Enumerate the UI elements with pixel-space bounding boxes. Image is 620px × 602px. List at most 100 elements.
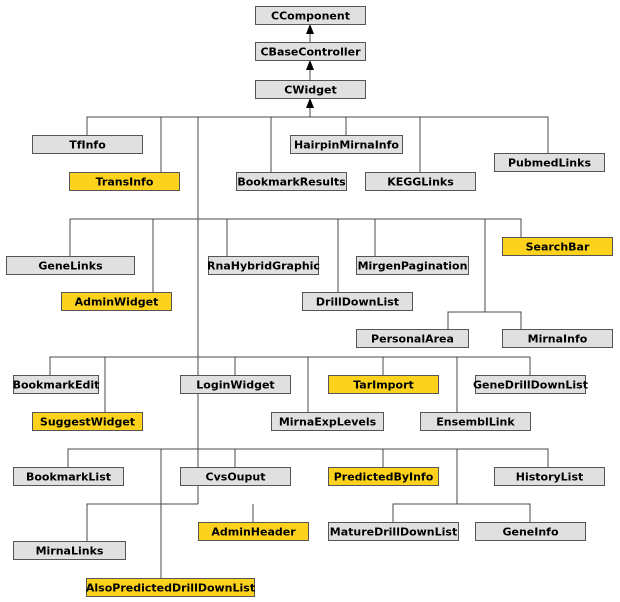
class-box-transinfo [69,172,180,191]
class-node-tfinfo: TfInfo [32,135,143,154]
class-node-adminwidget: AdminWidget [61,292,172,311]
class-label-loginwidget: LoginWidget [196,379,274,392]
class-node-alsopredicteddrilldownlist: AlsoPredictedDrillDownList [86,578,255,597]
class-label-adminwidget: AdminWidget [75,296,159,309]
class-node-cvsouput: CvsOuput [180,467,291,486]
class-label-genedrilldownlist: GeneDrillDownList [473,379,588,392]
class-label-maturedrilldownlist: MatureDrillDownList [330,526,457,539]
class-label-predictedbyinfo: PredictedByInfo [334,471,434,484]
arrowhead-1 [306,24,314,34]
class-label-genelinks: GeneLinks [38,260,103,273]
class-box-adminwidget [61,292,172,311]
class-box-historylist [494,467,605,486]
class-node-ccomponent: CComponent [255,6,366,25]
class-node-suggestwidget: SuggestWidget [32,412,143,431]
class-box-adminheader [198,522,309,541]
class-box-mirnainfo [502,329,613,348]
class-box-bookmarklist [13,467,124,486]
class-node-predictedbyinfo: PredictedByInfo [328,467,439,486]
class-label-ensembllink: EnsemblLink [436,416,515,429]
class-label-kegglinks: KEGGLinks [387,176,454,189]
class-box-mirgenpagination [356,256,469,275]
class-box-maturedrilldownlist [328,522,459,541]
inheritance-edges [49,24,549,578]
class-label-cwidget: CWidget [284,84,336,97]
class-label-historylist: HistoryList [516,471,584,484]
class-label-bookmarklist: BookmarkList [26,471,111,484]
class-node-genelinks: GeneLinks [6,256,135,275]
class-label-suggestwidget: SuggestWidget [40,416,135,429]
class-box-alsopredicteddrilldownlist [86,578,255,597]
class-label-mirnalinks: MirnaLinks [36,545,104,558]
class-box-genelinks [6,256,135,275]
class-node-mirgenpagination: MirgenPagination [356,256,469,275]
edge-historylist-to-cwidget [198,448,549,467]
edge-genelinks-to-cwidget [69,218,198,256]
class-label-tarimport: TarImport [353,379,414,392]
class-node-genedrilldownlist: GeneDrillDownList [473,375,588,394]
class-label-hairpinmirnainfo: HairpinMirnaInfo [294,139,399,152]
class-node-bookmarklist: BookmarkList [13,467,124,486]
class-label-cvsouput: CvsOuput [206,471,266,484]
class-box-tfinfo [32,135,143,154]
edge-maturedrilldownlist-to-cwidget [392,449,458,522]
edge-bookmarklist-to-cwidget [67,448,198,467]
class-label-adminheader: AdminHeader [211,526,296,539]
class-box-mirnaexplevels [271,412,384,431]
class-box-loginwidget [180,375,291,394]
class-label-searchbar: SearchBar [526,241,590,254]
class-node-loginwidget: LoginWidget [180,375,291,394]
class-box-hairpinmirnainfo [290,135,403,154]
edge-mirnainfo-to-cwidget [485,311,522,329]
class-node-searchbar: SearchBar [502,237,613,256]
class-box-pubmedlinks [494,153,605,172]
edge-pubmedlinks-to-cwidget [310,116,549,153]
class-label-ccomponent: CComponent [271,10,350,23]
arrowhead-2 [306,60,314,70]
class-box-cbasecontroller [255,42,366,61]
class-box-geneinfo [475,522,586,541]
class-node-mirnalinks: MirnaLinks [13,541,126,560]
edge-personalarea-to-cwidget [447,219,486,329]
class-box-tarimport [328,375,439,394]
class-box-predictedbyinfo [328,467,439,486]
class-box-searchbar [502,237,613,256]
class-box-genedrilldownlist [475,375,586,394]
class-node-drilldownlist: DrillDownList [302,292,413,311]
class-node-hairpinmirnainfo: HairpinMirnaInfo [290,135,403,154]
class-label-rnahybridgraphic: RnaHybridGraphic [207,260,320,273]
edge-bookmarkedit-to-cwidget [49,356,198,375]
class-box-ensembllink [420,412,531,431]
class-node-adminheader: AdminHeader [198,522,309,541]
class-label-personalarea: PersonalArea [371,333,454,346]
class-node-pubmedlinks: PubmedLinks [494,153,605,172]
class-node-rnahybridgraphic: RnaHybridGraphic [207,256,320,275]
class-box-cwidget [255,80,366,99]
class-box-personalarea [356,329,469,348]
edge-geneinfo-to-cwidget [457,503,531,522]
class-node-tarimport: TarImport [328,375,439,394]
class-label-tfinfo: TfInfo [69,139,106,152]
class-node-bookmarkedit: BookmarkEdit [13,375,100,394]
class-label-transinfo: TransInfo [96,176,154,189]
class-label-mirgenpagination: MirgenPagination [358,260,468,273]
class-label-pubmedlinks: PubmedLinks [508,157,591,170]
class-box-kegglinks [365,172,476,191]
class-box-mirnalinks [13,541,126,560]
class-node-maturedrilldownlist: MatureDrillDownList [328,522,459,541]
class-node-mirnainfo: MirnaInfo [502,329,613,348]
class-label-bookmarkedit: BookmarkEdit [13,379,100,392]
class-node-historylist: HistoryList [494,467,605,486]
class-node-cbasecontroller: CBaseController [255,42,366,61]
class-node-transinfo: TransInfo [69,172,180,191]
class-node-mirnaexplevels: MirnaExpLevels [271,412,384,431]
edge-genedrilldownlist-to-cwidget [198,356,531,375]
class-node-geneinfo: GeneInfo [475,522,586,541]
class-label-mirnaexplevels: MirnaExpLevels [279,416,377,429]
class-node-personalarea: PersonalArea [356,329,469,348]
class-box-drilldownlist [302,292,413,311]
class-node-bookmarkresults: BookmarkResults [236,172,347,191]
class-box-suggestwidget [32,412,143,431]
